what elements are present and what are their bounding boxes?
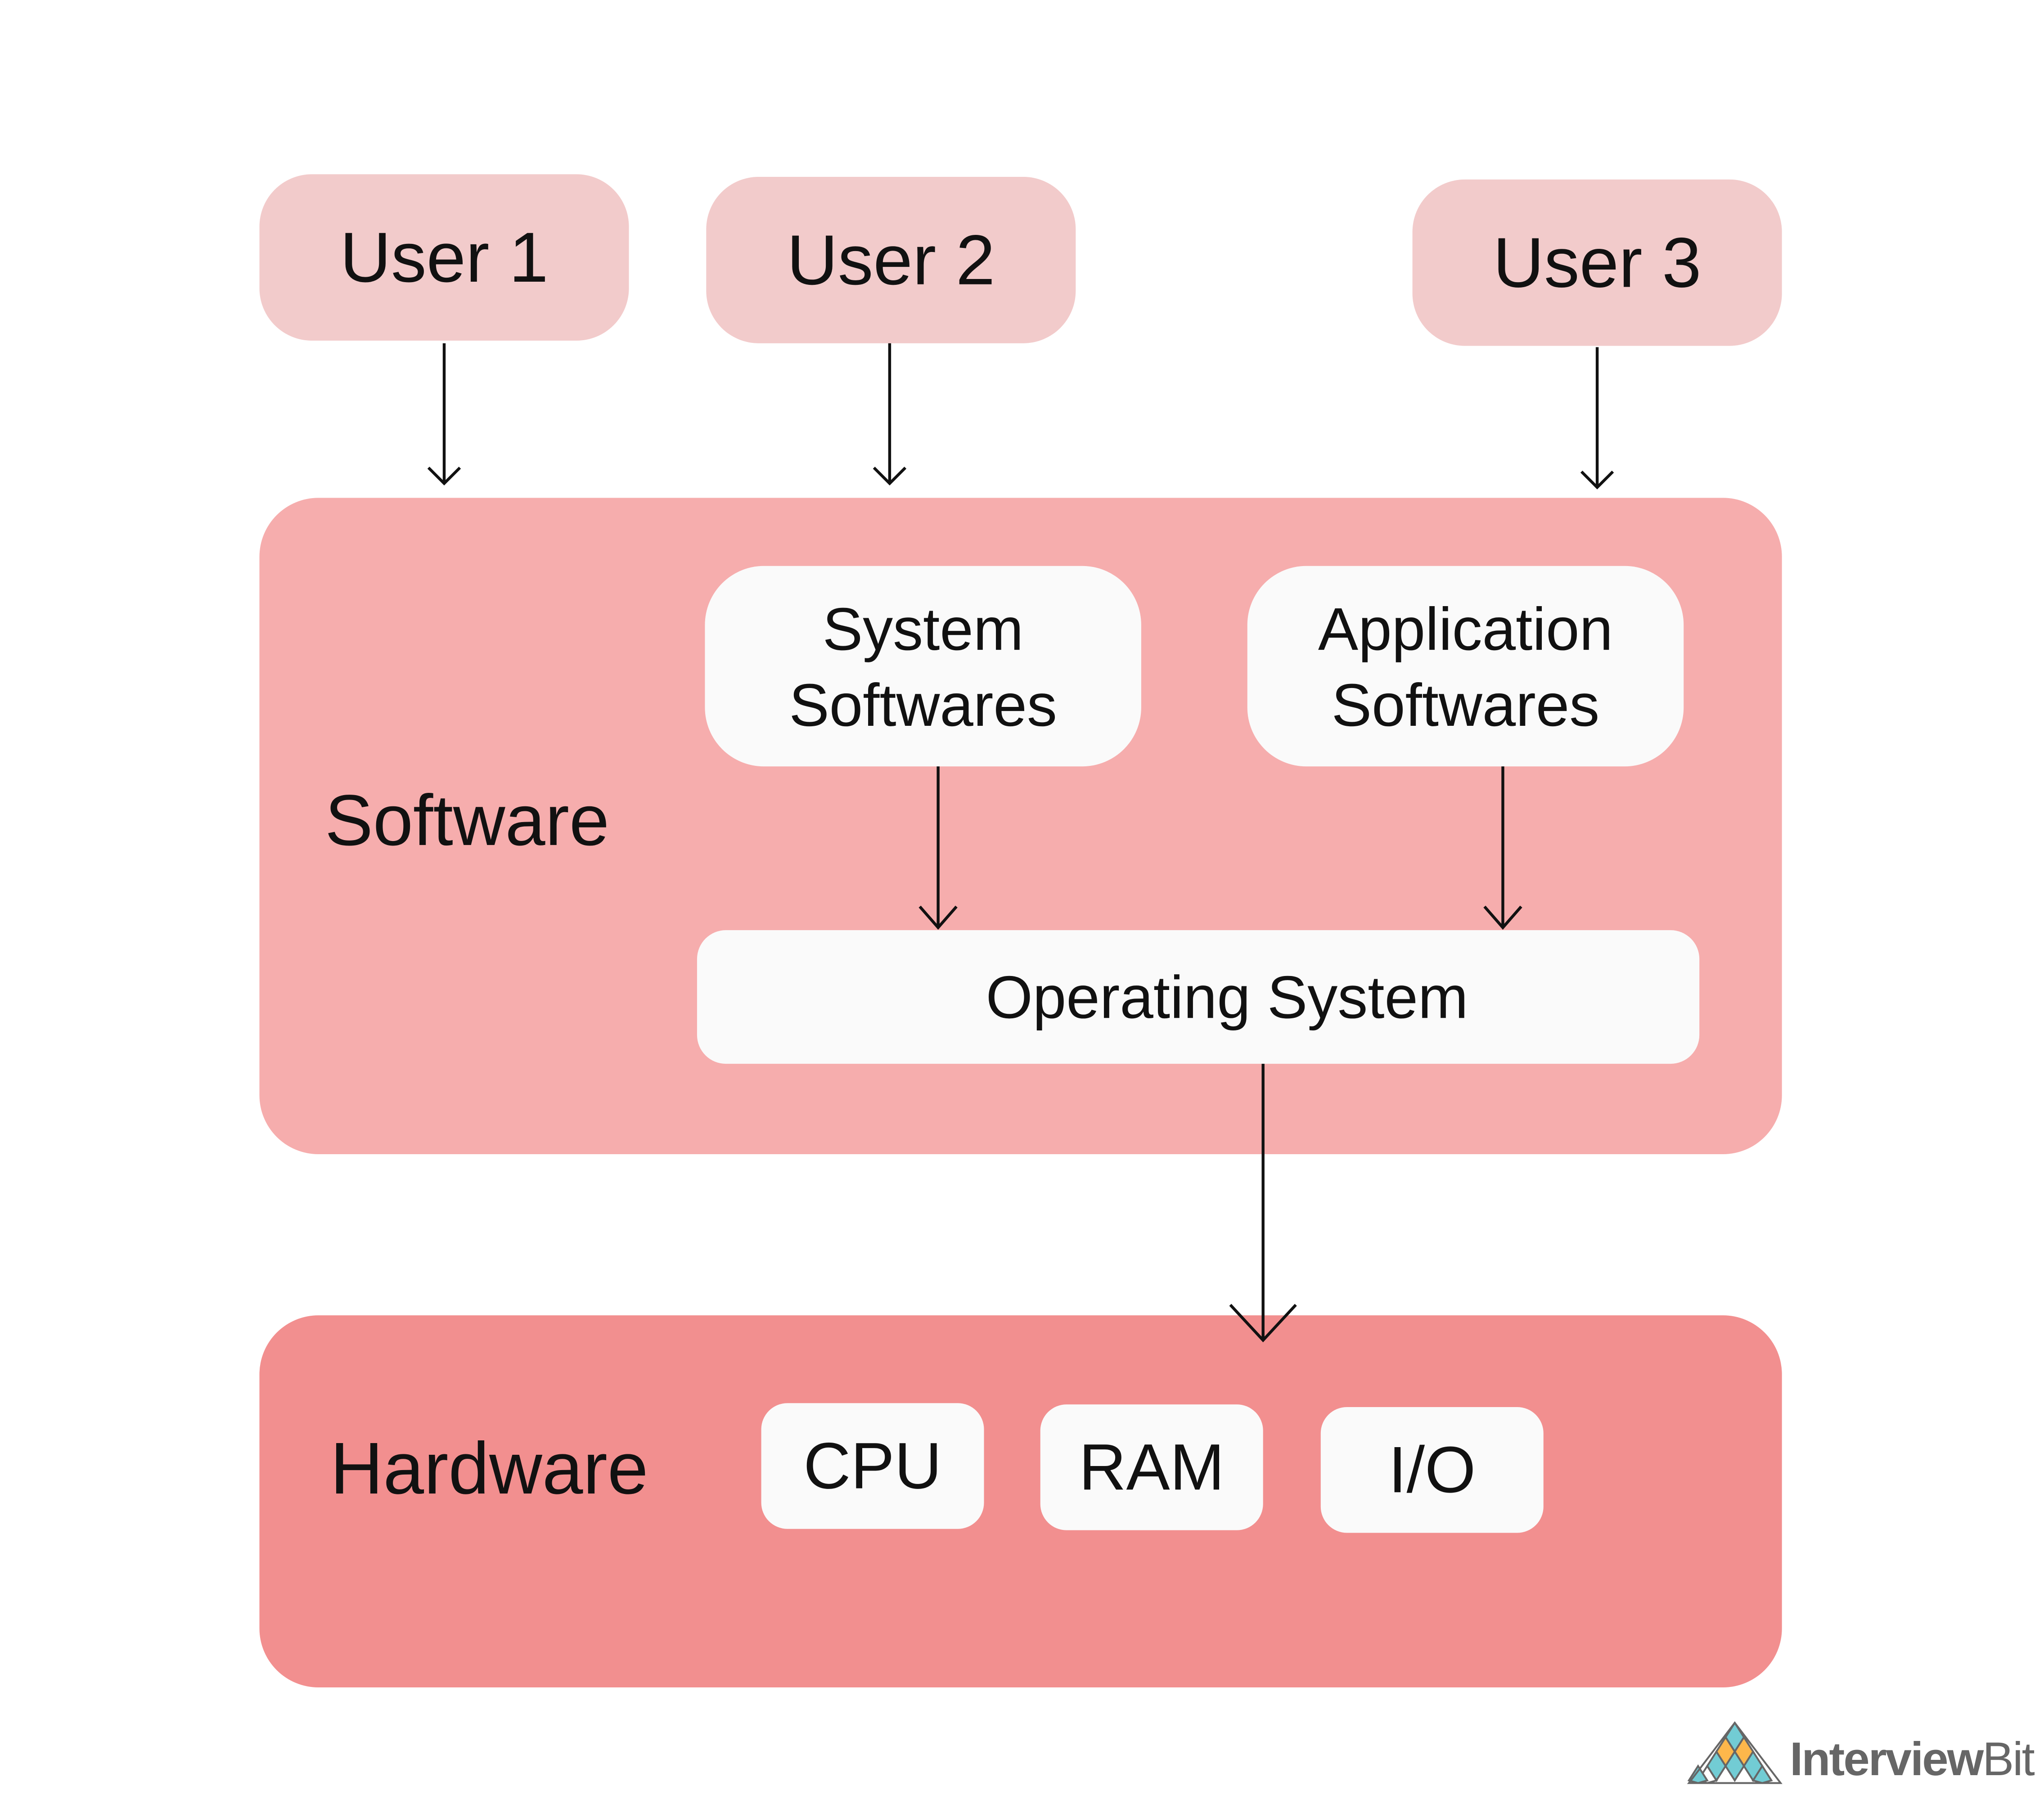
arrow-os-hardware: [1229, 1064, 1297, 1343]
operating-system-label: Operating System: [986, 962, 1468, 1031]
hardware-label: Hardware: [330, 1426, 648, 1510]
application-softwares-line-2: Softwares: [1331, 670, 1600, 738]
user-2-box: User 2: [706, 177, 1076, 343]
arrow-user3-software: [1580, 347, 1614, 490]
cpu-label: CPU: [803, 1429, 942, 1503]
io-label: I/O: [1388, 1433, 1476, 1507]
cpu-box: CPU: [761, 1403, 984, 1529]
user-1-label: User 1: [340, 218, 549, 297]
system-softwares-line-2: Softwares: [789, 670, 1057, 738]
operating-system-box: Operating System: [697, 930, 1700, 1064]
ram-box: RAM: [1040, 1404, 1263, 1530]
arrow-system-os: [918, 766, 958, 930]
logo-text-bold: Interview: [1790, 1732, 1984, 1786]
io-box: I/O: [1320, 1407, 1544, 1533]
user-2-label: User 2: [787, 220, 995, 300]
interviewbit-logo-icon: [1687, 1721, 1783, 1784]
system-softwares-box: System Softwares: [705, 566, 1141, 767]
application-softwares-line-1: Application: [1318, 594, 1613, 662]
application-softwares-box: Application Softwares: [1247, 566, 1684, 767]
arrow-user1-software: [427, 343, 461, 486]
user-3-box: User 3: [1412, 179, 1782, 346]
ram-label: RAM: [1079, 1430, 1225, 1504]
logo-text-light: Bit: [1982, 1732, 2035, 1786]
arrow-application-os: [1483, 766, 1522, 930]
user-3-label: User 3: [1493, 223, 1702, 302]
arrow-user2-software: [873, 343, 907, 486]
software-label: Software: [325, 779, 609, 861]
user-1-box: User 1: [259, 174, 629, 341]
system-softwares-line-1: System: [822, 594, 1024, 662]
interviewbit-logo-text: InterviewBit: [1790, 1732, 2035, 1787]
